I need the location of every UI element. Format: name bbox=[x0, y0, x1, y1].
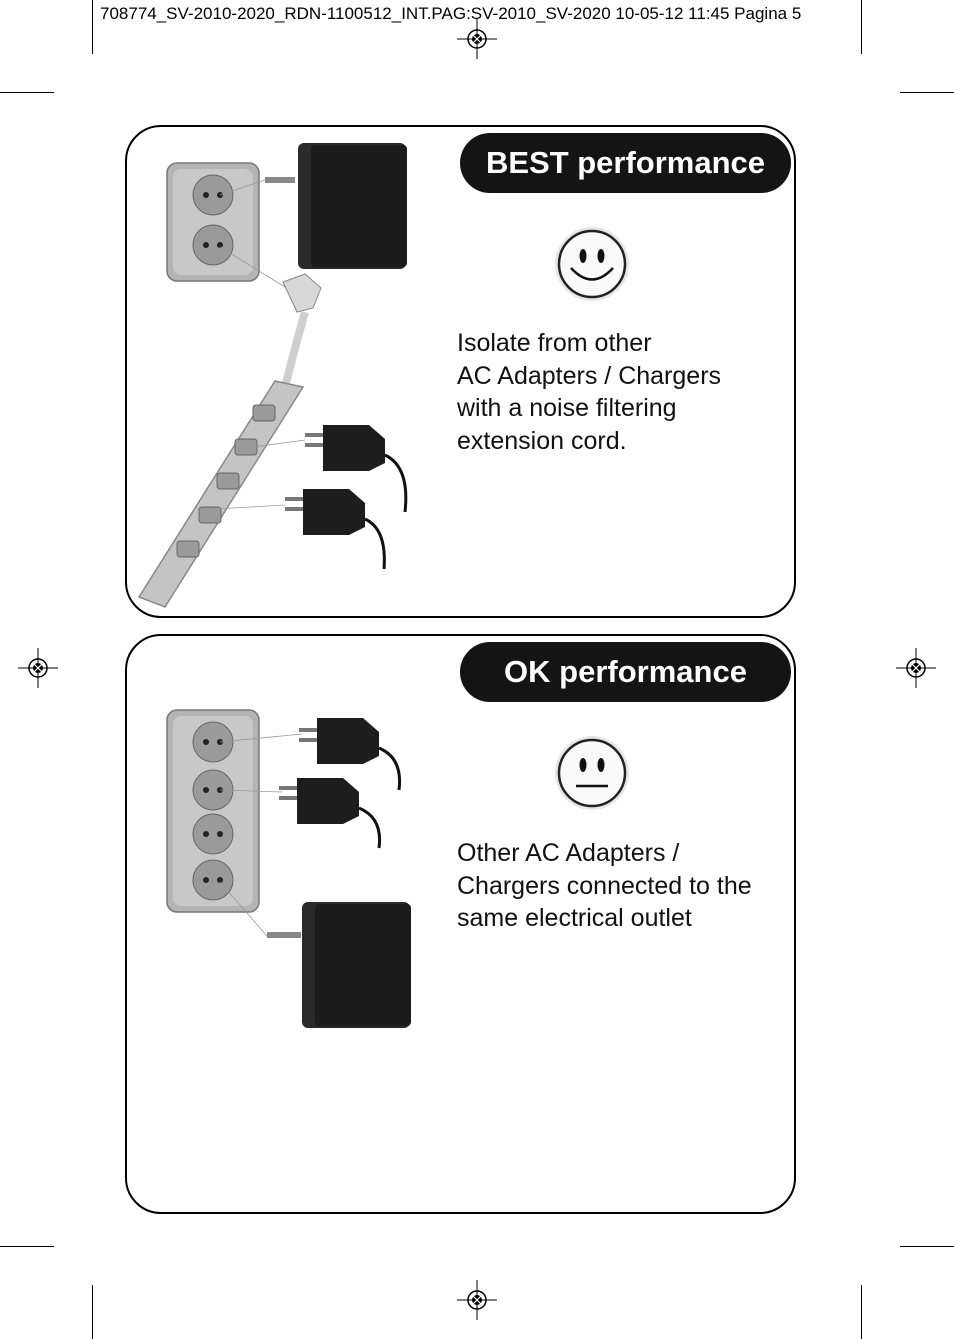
description-line: Other AC Adapters / bbox=[457, 839, 680, 867]
ok-performance-heading: OK performance bbox=[460, 642, 791, 702]
description-line: Isolate from other bbox=[457, 329, 652, 357]
neutral-face-icon bbox=[555, 736, 629, 810]
description-line: Chargers connected to the bbox=[457, 871, 752, 900]
crop-mark bbox=[900, 1246, 954, 1247]
registration-mark-icon bbox=[18, 648, 58, 688]
crop-mark bbox=[900, 92, 954, 93]
crop-mark bbox=[92, 0, 93, 54]
crop-mark bbox=[92, 1285, 93, 1339]
wall-socket-illustration bbox=[166, 709, 411, 1028]
registration-mark-icon bbox=[457, 19, 497, 59]
best-performance-panel: BEST performance Isolate from other AC A… bbox=[125, 125, 796, 618]
crop-mark bbox=[861, 0, 862, 54]
crop-mark bbox=[0, 92, 54, 93]
best-performance-description: Isolate from other AC Adapters / Charger… bbox=[457, 327, 721, 457]
smiley-face-icon bbox=[555, 227, 629, 301]
extension-cord-illustration bbox=[137, 143, 408, 608]
description-line: with a noise filtering bbox=[457, 394, 677, 422]
crop-mark bbox=[0, 1246, 54, 1247]
description-line: same electrical outlet bbox=[457, 904, 692, 932]
print-slug-line: 708774_SV-2010-2020_RDN-1100512_INT.PAG:… bbox=[100, 4, 802, 23]
ok-performance-description: Other AC Adapters / Chargers connected t… bbox=[457, 837, 752, 935]
description-line: extension cord. bbox=[457, 426, 627, 455]
description-line: AC Adapters / Chargers bbox=[457, 361, 722, 390]
ok-performance-panel: OK performance Other AC Adapters / Charg… bbox=[125, 634, 796, 1214]
crop-mark bbox=[861, 1285, 862, 1339]
best-performance-heading: BEST performance bbox=[460, 133, 791, 193]
registration-mark-icon bbox=[457, 1280, 497, 1320]
registration-mark-icon bbox=[896, 648, 936, 688]
